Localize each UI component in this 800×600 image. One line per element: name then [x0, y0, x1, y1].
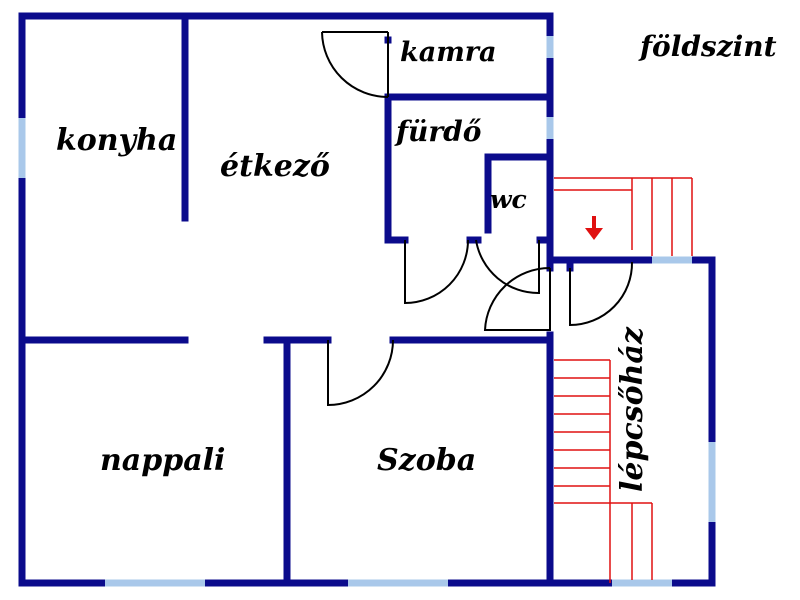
label-nappali: nappali	[100, 443, 225, 478]
door-furdo	[404, 239, 469, 305]
label-lepcsohaz: lépcsőház	[615, 326, 650, 492]
label-wc: wc	[490, 185, 527, 214]
stairs-upper	[554, 177, 693, 256]
door-hall	[483, 266, 551, 331]
label-level: földszint	[638, 30, 777, 63]
door-stairwell	[569, 261, 634, 327]
doors	[321, 31, 634, 407]
door-wc	[475, 239, 540, 295]
interior-walls	[18, 12, 574, 587]
door-kamra	[321, 31, 389, 98]
outer-walls	[18, 12, 716, 587]
arrow-down-icon	[585, 216, 603, 240]
label-konyha: konyha	[56, 123, 177, 158]
stairs	[554, 177, 693, 583]
label-etkezo: étkező	[220, 149, 330, 184]
label-furdo: fürdő	[394, 115, 482, 148]
label-szoba: Szoba	[377, 443, 476, 478]
label-kamra: kamra	[400, 37, 497, 68]
room-labels: kamra konyha étkező fürdő wc nappali Szo…	[56, 30, 777, 492]
door-szoba	[327, 339, 394, 407]
windows	[18, 36, 716, 587]
stairs-lower	[554, 359, 653, 583]
